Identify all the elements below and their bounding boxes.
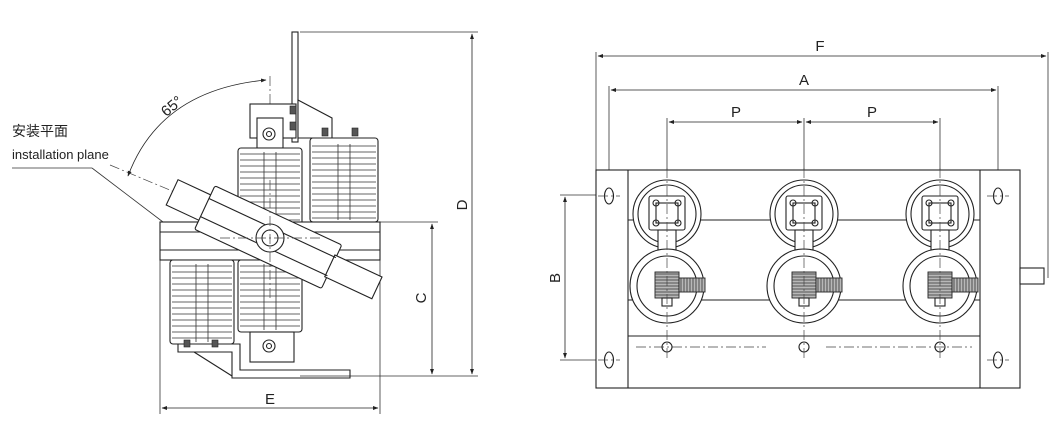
pole-2 xyxy=(766,168,843,360)
dim-a-label: A xyxy=(799,72,809,89)
dim-c-label: C xyxy=(413,292,430,303)
lower-bellows-back xyxy=(169,259,235,345)
dim-e-label: E xyxy=(265,391,275,408)
upper-bellows-back xyxy=(309,137,379,223)
installation-plane-label: 安装平面 installation plane xyxy=(12,124,164,223)
top-view: F A P P B xyxy=(547,38,1049,389)
angle-label: 65° xyxy=(158,93,186,121)
dimension-d: D xyxy=(454,33,474,375)
pole-3 xyxy=(902,168,979,360)
poles xyxy=(629,168,979,360)
dim-d-label: D xyxy=(454,199,471,210)
mounting-slots xyxy=(598,187,1009,369)
dimension-e: E xyxy=(161,391,379,410)
dimension-b: B xyxy=(547,196,567,359)
top-bracket xyxy=(249,31,359,149)
plane-label-en: installation plane xyxy=(12,147,109,162)
dim-f-label: F xyxy=(815,38,824,55)
spring xyxy=(927,271,979,299)
dim-p1-label: P xyxy=(731,104,741,121)
bottom-holes xyxy=(636,341,972,353)
pole-1 xyxy=(629,168,706,360)
dimension-p-right: P xyxy=(805,104,939,124)
dimension-a: A xyxy=(610,72,997,92)
plane-label-cn: 安装平面 xyxy=(12,124,68,140)
lower-terminal xyxy=(177,331,351,379)
dimension-c: C xyxy=(413,223,434,375)
dimension-p-left: P xyxy=(668,104,803,124)
side-view: D C E 65° 安装平面 installation plane xyxy=(12,31,478,414)
dimension-f: F xyxy=(597,38,1047,58)
dim-b-label: B xyxy=(547,273,564,283)
dim-p2-label: P xyxy=(867,104,877,121)
shaft xyxy=(220,180,320,300)
